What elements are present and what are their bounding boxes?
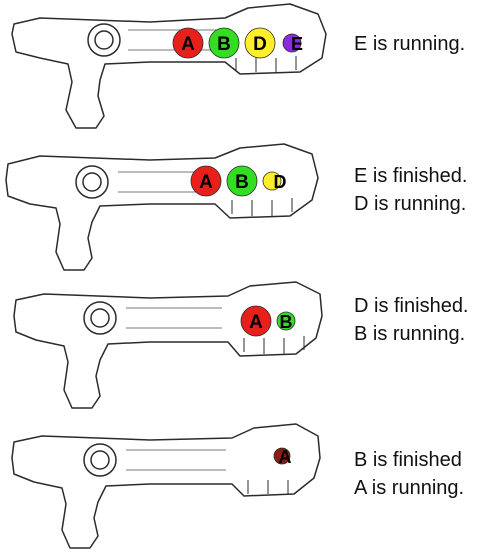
caption-line: E is running.	[354, 33, 466, 55]
ball-b	[226, 165, 258, 197]
ball-label: B	[235, 172, 249, 193]
caption: E is running.	[354, 30, 465, 58]
ball-stack: A	[273, 447, 292, 467]
ball-label: A	[279, 447, 292, 467]
ball-d	[262, 171, 282, 191]
panel-4-drawing: A	[11, 423, 321, 549]
ball-label: A	[181, 34, 195, 55]
caption-line: A is running.	[354, 477, 465, 499]
caption-line: D is finished.	[354, 295, 469, 317]
ball-label: A	[249, 312, 263, 333]
ball-a	[240, 305, 272, 337]
blaster-gun-icon	[5, 143, 319, 271]
caption-line: E is finished.	[354, 165, 468, 187]
blaster-gun-icon	[11, 3, 327, 129]
blaster-gun-icon	[11, 423, 321, 549]
caption-line: D is running.	[354, 193, 467, 215]
ball-e	[282, 33, 302, 53]
panel-1: A B D E E is running.	[0, 0, 489, 138]
ball-label: B	[217, 34, 231, 55]
ball-a	[273, 447, 291, 465]
ball-a	[190, 165, 222, 197]
ball-label: D	[253, 34, 267, 55]
caption: E is finished. D is running.	[354, 162, 467, 218]
ball-label: E	[291, 34, 303, 54]
ball-label: B	[280, 312, 293, 332]
caption: D is finished. B is running.	[354, 292, 469, 348]
ball-b	[208, 27, 240, 59]
ball-a	[172, 27, 204, 59]
ball-d	[244, 27, 276, 59]
caption-line: B is finished	[354, 449, 462, 471]
blaster-gun-icon	[13, 281, 323, 409]
ball-label: D	[274, 172, 287, 192]
caption-line: B is running.	[354, 323, 466, 345]
ball-label: A	[199, 172, 213, 193]
panel-4: A B is finished A is running.	[0, 414, 489, 552]
panel-2: A B D E is finished. D is running.	[0, 138, 489, 276]
caption: B is finished A is running.	[354, 446, 464, 502]
ball-b	[276, 311, 296, 331]
